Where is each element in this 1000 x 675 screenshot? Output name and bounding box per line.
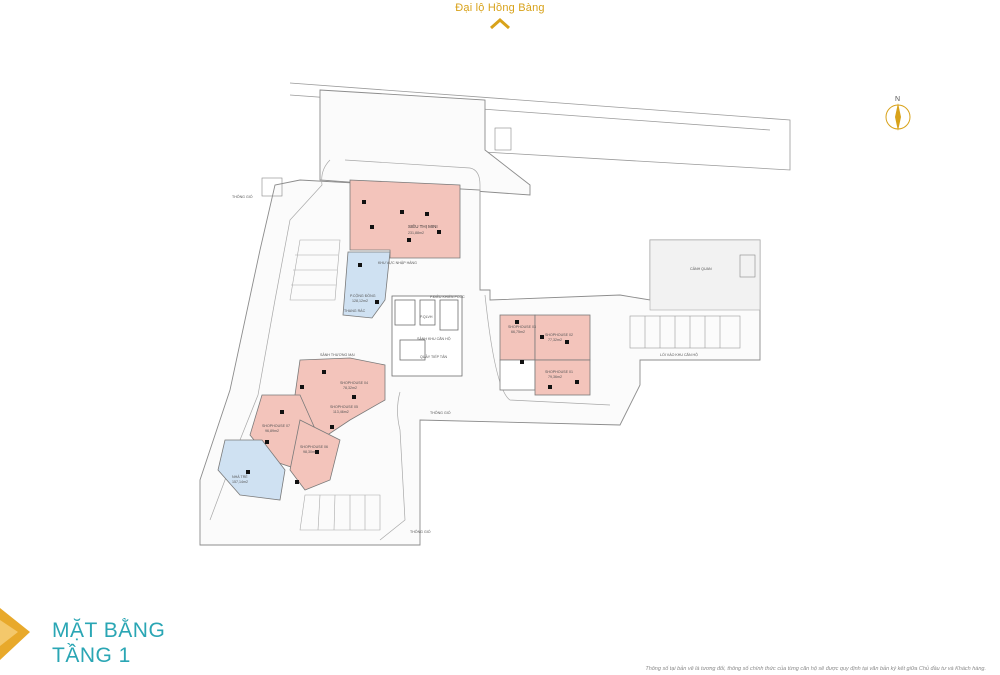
ramp-label: LỐI VÀO KHU CĂN HỘ bbox=[660, 352, 698, 357]
sh02-area: 77,32m2 bbox=[548, 338, 562, 342]
sh06-label: SHOPHOUSE 06 bbox=[300, 445, 328, 449]
apartment-lobby-label: SẢNH KHU CĂN HỘ bbox=[417, 336, 451, 341]
trash-label: THANG RÁC bbox=[344, 309, 366, 313]
vent-label-2: THÔNG GIÓ bbox=[430, 410, 451, 415]
sh06-area: 98,30m2 bbox=[303, 450, 317, 454]
north-label: N bbox=[895, 96, 900, 103]
landscape-area: CẢNH QUAN bbox=[649, 239, 761, 311]
plan-title-line1: MẶT BẰNG bbox=[52, 619, 166, 642]
sh03-area: 66,75m2 bbox=[511, 330, 525, 334]
sh07-label: SHOPHOUSE 07 bbox=[262, 424, 290, 428]
reception-label: QUẦY TIẾP TÂN bbox=[420, 354, 448, 359]
footnote: Thông số tại bản vẽ là tương đối, thông … bbox=[645, 666, 986, 672]
parking-area-left bbox=[289, 239, 341, 301]
sh04-area: 78,32m2 bbox=[343, 386, 357, 390]
sh03-label: SHOPHOUSE 03 bbox=[508, 325, 536, 329]
core-lobby bbox=[391, 295, 463, 377]
supermarket: SIÊU THỊ MINI 231,88m2 bbox=[349, 179, 461, 259]
plan-title: MẶT BẰNG TẦNG 1 bbox=[52, 618, 165, 668]
sh05-area: 113,46m2 bbox=[333, 410, 349, 414]
kindergarten-area: 157,14m2 bbox=[232, 480, 248, 484]
north-arrow: N bbox=[885, 96, 911, 131]
sh01-area: 79,36m2 bbox=[548, 375, 562, 379]
loading-label: KHU VỰC NHẬP HÀNG bbox=[378, 261, 417, 265]
vent-markers: THÔNG GIÓ THÔNG GIÓ THÔNG GIÓ LỐI VÀO KH… bbox=[232, 127, 756, 534]
control-room-label: P.ĐIỀU KHIỂN PCCC bbox=[430, 294, 465, 299]
supermarket-label: SIÊU THỊ MINI bbox=[408, 222, 438, 229]
sh07-area: 96,89m2 bbox=[265, 429, 279, 433]
mgmt-label: P.QLVH bbox=[420, 315, 433, 319]
vent-label-1: THÔNG GIÓ bbox=[232, 194, 253, 199]
structural-columns bbox=[246, 200, 579, 484]
parking-area-bottom bbox=[299, 494, 381, 531]
landscape-label: CẢNH QUAN bbox=[690, 266, 712, 271]
parking-area-right bbox=[629, 315, 741, 349]
street-name: Đại lộ Hồng Bàng bbox=[455, 2, 545, 14]
corner-accent-inner bbox=[0, 620, 18, 646]
shophouse-block-east bbox=[499, 314, 591, 396]
chevron-up-icon bbox=[490, 17, 510, 30]
community-label: P.CỘNG ĐỒNG bbox=[350, 293, 376, 298]
sh05-label: SHOPHOUSE 05 bbox=[330, 405, 358, 409]
community-area: 128,12m2 bbox=[352, 299, 368, 303]
site-boundary bbox=[199, 89, 761, 546]
kindergarten-label: NHÀ TRẺ bbox=[232, 474, 248, 479]
sh02-label: SHOPHOUSE 02 bbox=[545, 333, 573, 337]
internal-road bbox=[209, 159, 611, 541]
vent-label-3: THÔNG GIÓ bbox=[410, 529, 431, 534]
supermarket-area: 231,88m2 bbox=[408, 231, 424, 235]
sh01-label: SHOPHOUSE 01 bbox=[545, 370, 573, 374]
plan-title-line2: TẦNG 1 bbox=[52, 644, 131, 667]
shophouse-block-west bbox=[217, 357, 386, 501]
sh04-label: SHOPHOUSE 04 bbox=[340, 381, 368, 385]
commercial-lobby-label: SẢNH THƯƠNG MẠI bbox=[320, 352, 355, 357]
